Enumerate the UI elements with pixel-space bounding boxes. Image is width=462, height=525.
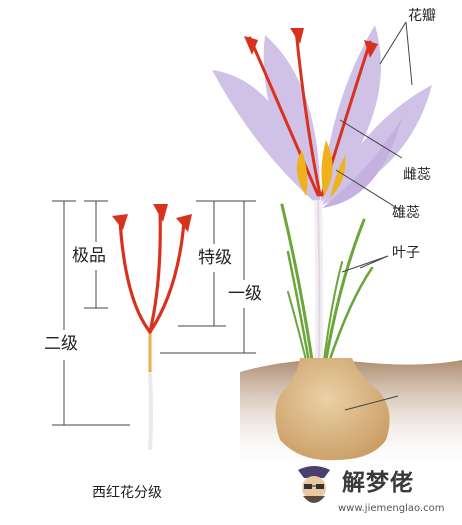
label-pistil: 雌蕊 xyxy=(403,167,431,183)
flower-stigma-tips xyxy=(244,28,378,58)
diagram-caption: 西红花分级 xyxy=(92,485,162,501)
pointer-lines xyxy=(335,21,413,411)
leaf xyxy=(324,218,366,362)
label-petal: 花瓣 xyxy=(408,8,436,24)
label-grade-first: 一级 xyxy=(228,284,262,304)
grade-brackets xyxy=(52,200,256,426)
flower-petals xyxy=(212,25,432,208)
leaf xyxy=(323,261,343,361)
label-stamen: 雄蕊 xyxy=(392,205,420,221)
label-grade-second: 二级 xyxy=(44,334,78,354)
leaf xyxy=(286,250,311,364)
leaf xyxy=(280,203,314,362)
watermark-url: www.jiemenglao.com xyxy=(338,503,445,514)
petal xyxy=(212,70,318,205)
label-grade-premium: 极品 xyxy=(72,246,106,266)
leaf xyxy=(287,291,307,361)
stamens xyxy=(296,140,346,198)
detached-stigma xyxy=(112,204,192,451)
label-grade-special: 特级 xyxy=(198,248,232,268)
leaves xyxy=(280,203,374,364)
watermark-logo-icon xyxy=(298,466,330,503)
petal xyxy=(322,118,402,208)
petal xyxy=(263,35,321,205)
petal xyxy=(322,85,432,205)
label-leaf: 叶子 xyxy=(392,245,420,261)
bulb xyxy=(275,358,390,461)
petal xyxy=(320,25,381,205)
leaf xyxy=(327,266,374,364)
watermark-brand: 解梦佬 xyxy=(342,470,414,496)
